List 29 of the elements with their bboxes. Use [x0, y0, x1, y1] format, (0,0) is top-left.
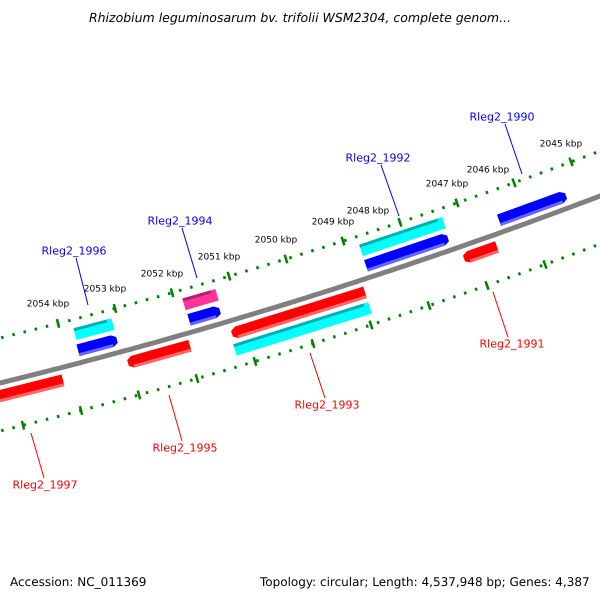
leader-line [30, 432, 44, 478]
gene-label: Rleg2_1990 [470, 112, 534, 122]
gene-label: Rleg2_1994 [148, 216, 212, 226]
title: Rhizobium leguminosarum bv. trifolii WSM2304, complete genom... [88, 12, 512, 24]
leader-line [310, 352, 326, 398]
leader-line [168, 394, 182, 442]
leader-line [380, 164, 400, 216]
scale-label: 2048 kbp [346, 207, 390, 216]
scale-label: 2049 kbp [312, 218, 354, 228]
scale-label: 2047 kbp [426, 180, 468, 190]
leader-line [492, 292, 508, 338]
accession-text: Accession: NC_011369 [10, 576, 146, 588]
scale-label: 2053 kbp [84, 286, 126, 295]
leader-line [182, 228, 198, 278]
scale-label: 2051 kbp [198, 254, 240, 263]
scale-label: 2054 kbp [26, 300, 70, 310]
scale-label: 2052 kbp [140, 270, 184, 279]
gene-label: Rleg2_1997 [12, 480, 78, 490]
gene-label: Rleg2_1993 [294, 400, 360, 410]
genome-info-text: Topology: circular; Length: 4,537,948 bp; Genes: 4,387 [260, 576, 590, 588]
scale-label: 2050 kbp [254, 236, 298, 246]
gene-label: Rleg2_1996 [42, 246, 106, 256]
gene-label: Rleg2_1992 [346, 152, 410, 164]
gene-label: Rleg2_1991 [480, 338, 544, 350]
leader-line [504, 124, 522, 174]
gene-label: Rleg2_1995 [152, 442, 218, 454]
scale-label: 2046 kbp [466, 166, 510, 176]
leader-line [76, 258, 88, 306]
scale-label: 2045 kbp [540, 140, 582, 150]
